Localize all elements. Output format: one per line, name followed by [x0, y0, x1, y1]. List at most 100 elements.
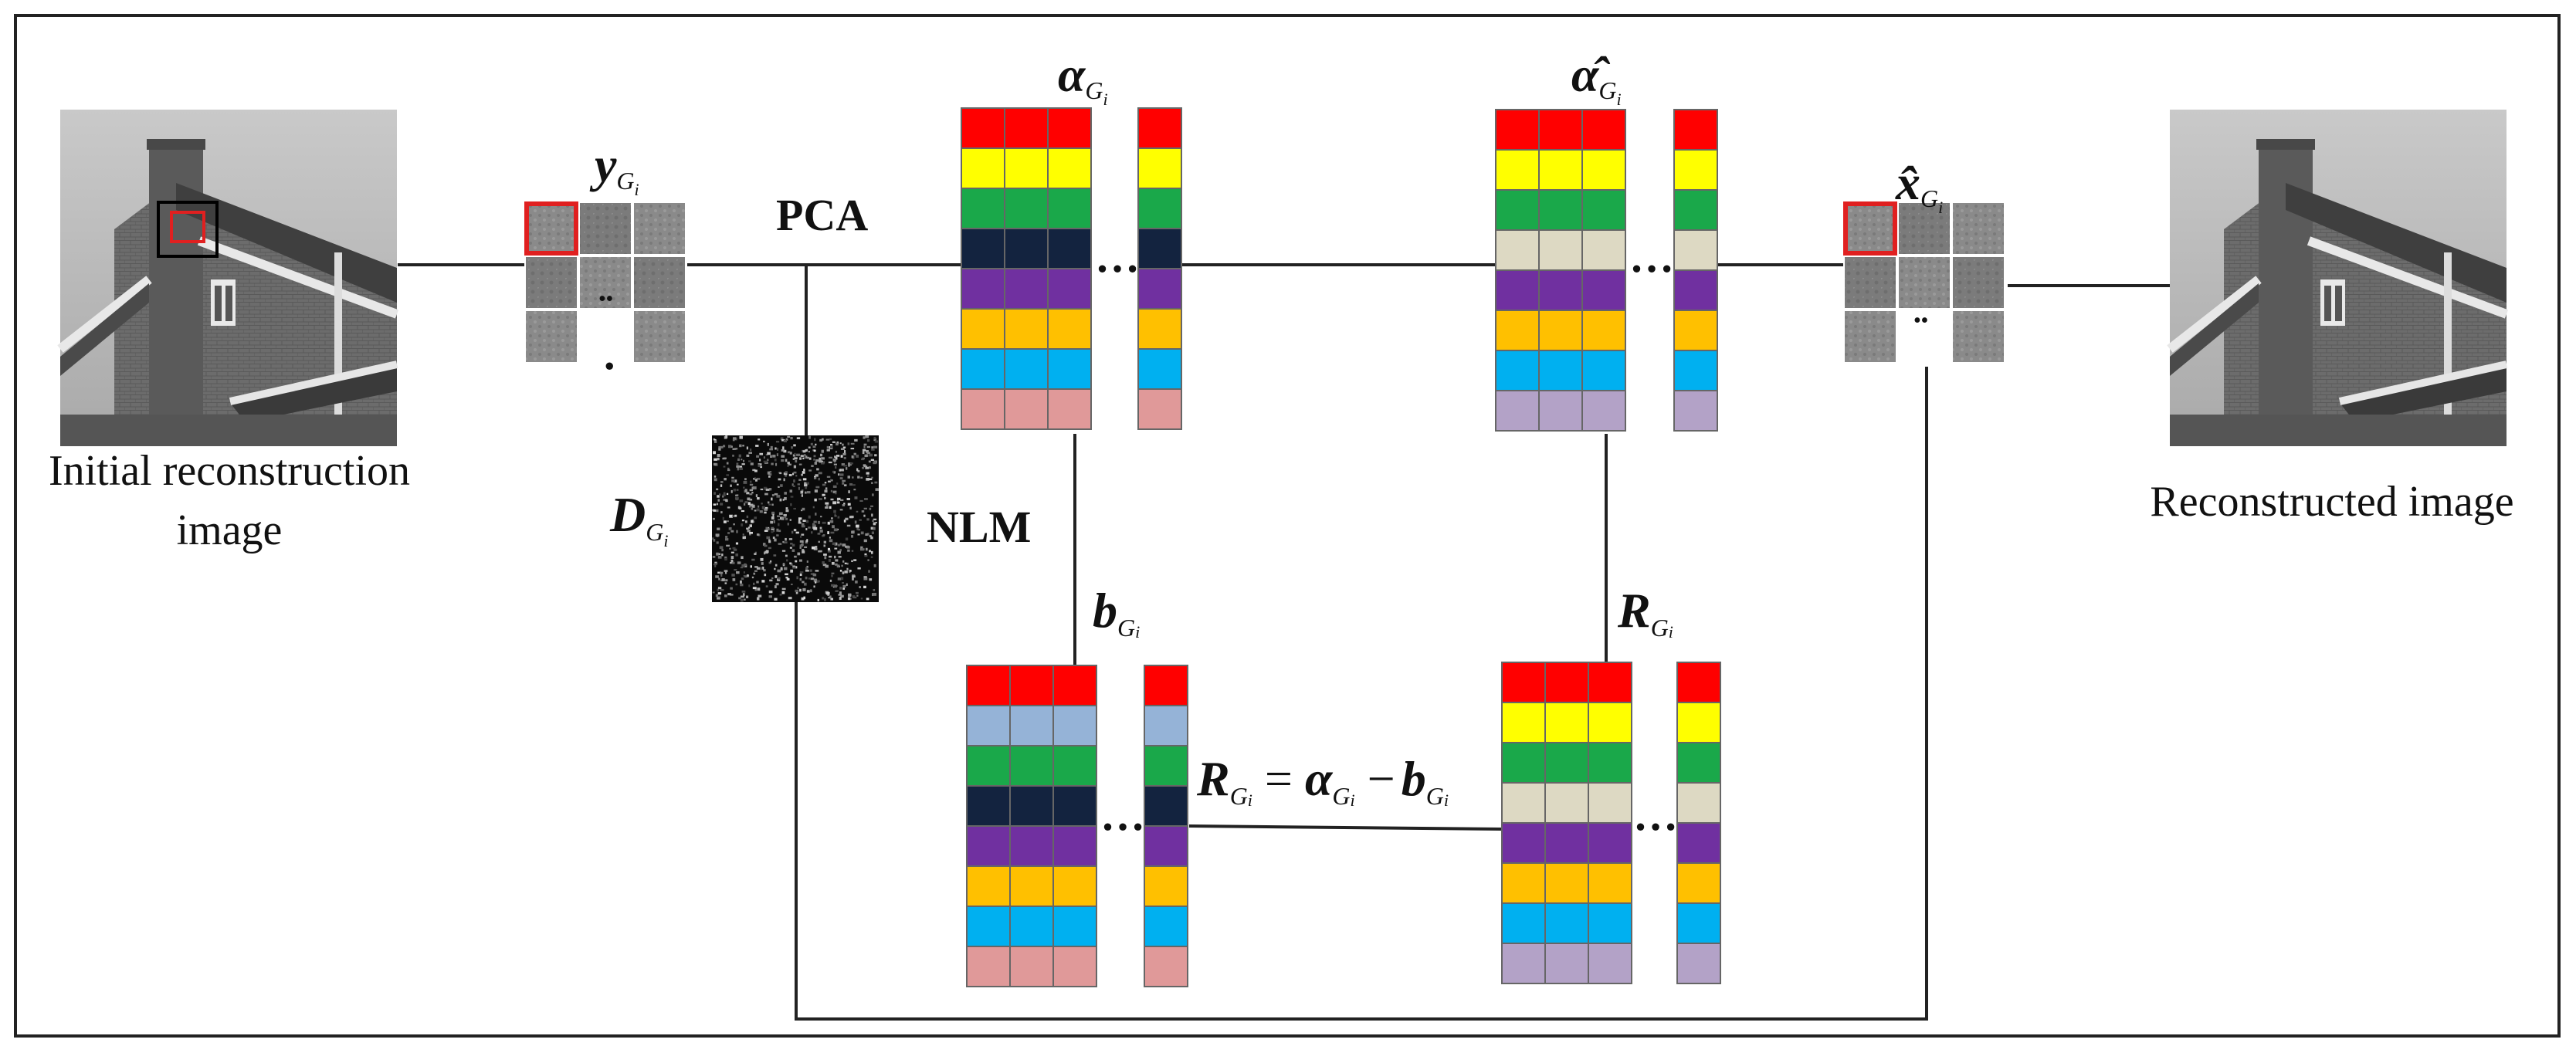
- dictionary-speckle: [732, 515, 736, 517]
- dictionary-speckle: [852, 596, 857, 599]
- dictionary-speckle: [713, 539, 716, 542]
- dictionary-speckle: [833, 460, 836, 463]
- dictionary-speckle: [741, 595, 744, 598]
- dictionary-speckle: [774, 564, 778, 567]
- dictionary-speckle: [866, 449, 869, 453]
- dictionary-speckle: [873, 518, 877, 520]
- dictionary-speckle: [777, 569, 781, 573]
- dictionary-speckle: [741, 463, 745, 465]
- dictionary-speckle: [847, 476, 851, 479]
- matrix-b: [966, 665, 1188, 987]
- dictionary-speckle: [741, 556, 744, 560]
- dictionary-speckle: [836, 442, 839, 445]
- dictionary-speckle: [749, 524, 753, 527]
- dictionary-speckle: [790, 503, 792, 506]
- dictionary-speckle: [744, 563, 747, 567]
- dictionary-speckle: [847, 597, 851, 601]
- dictionary-speckle: [787, 451, 791, 454]
- dictionary-speckle: [736, 465, 741, 468]
- dictionary-speckle: [862, 449, 866, 452]
- x-hat-patch: [1843, 256, 1897, 310]
- dictionary-speckle: [764, 574, 767, 577]
- dictionary-speckle: [862, 467, 864, 469]
- dictionary-speckle: [730, 551, 734, 554]
- alpha-cell: [1004, 228, 1049, 269]
- dictionary-speckle: [850, 447, 855, 450]
- ellipsis-alpha-hat: …: [1629, 232, 1674, 282]
- dictionary-speckle: [776, 515, 781, 517]
- b-cell: [966, 906, 1011, 947]
- dictionary-speckle: [755, 494, 758, 497]
- dictionary-speckle: [810, 573, 815, 575]
- dictionary-speckle: [842, 560, 845, 563]
- dictionary-speckle: [856, 524, 859, 528]
- dictionary-speckle: [849, 569, 851, 573]
- dictionary-speckle: [760, 465, 763, 469]
- dictionary-speckle: [834, 513, 836, 516]
- dictionary-speckle: [794, 555, 797, 558]
- dictionary-speckle: [842, 571, 845, 574]
- dictionary-speckle: [736, 483, 739, 486]
- dictionary-speckle: [819, 526, 822, 530]
- alpha-cell: [1047, 348, 1092, 390]
- dictionary-speckle: [866, 547, 868, 551]
- dictionary-speckle: [765, 526, 768, 530]
- dictionary-speckle: [713, 517, 715, 520]
- dictionary-speckle: [811, 465, 814, 468]
- dictionary-speckle: [829, 539, 832, 543]
- R-cell: [1676, 662, 1721, 703]
- dictionary-speckle: [788, 474, 792, 476]
- dictionary-speckle: [870, 505, 873, 507]
- dictionary-speckle: [736, 462, 739, 465]
- b-cell: [1144, 825, 1188, 867]
- dictionary-speckle: [713, 440, 717, 443]
- dictionary-speckle: [761, 506, 765, 509]
- dictionary-speckle: [822, 534, 825, 537]
- dictionary-speckle: [778, 512, 783, 516]
- dictionary-speckle: [785, 573, 788, 576]
- dictionary-speckle: [805, 449, 807, 452]
- dictionary-speckle: [802, 550, 805, 554]
- alpha-hat-cell: [1495, 350, 1540, 391]
- dictionary-speckle: [771, 494, 774, 496]
- dictionary-speckle: [774, 538, 777, 542]
- dictionary-speckle: [786, 577, 790, 581]
- ellipsis-R: …: [1633, 790, 1678, 840]
- dictionary-speckle: [744, 598, 746, 601]
- dictionary-speckle: [770, 455, 772, 459]
- dictionary-speckle: [719, 445, 724, 449]
- dictionary-speckle: [756, 533, 760, 536]
- dictionary-speckle: [768, 595, 772, 598]
- dictionary-speckle: [848, 464, 851, 467]
- dictionary-speckle: [761, 503, 763, 505]
- alpha-cell: [1047, 388, 1092, 430]
- dictionary-speckle: [735, 553, 739, 557]
- alpha-cell: [1137, 268, 1182, 310]
- dictionary-speckle: [746, 446, 749, 450]
- dictionary-speckle: [742, 533, 744, 536]
- dictionary-speckle: [793, 471, 797, 474]
- alpha-cell: [1137, 388, 1182, 430]
- dictionary-speckle: [839, 477, 843, 480]
- dictionary-speckle: [787, 465, 789, 467]
- dictionary-speckle: [816, 580, 820, 583]
- dictionary-speckle: [810, 589, 812, 593]
- dictionary-speckle: [738, 597, 741, 600]
- dictionary-speckle: [849, 462, 854, 465]
- dictionary-speckle: [832, 501, 837, 505]
- dictionary-speckle: [842, 582, 844, 584]
- dictionary-speckle: [836, 482, 839, 485]
- R-cell: [1544, 943, 1589, 984]
- dictionary-speckle: [833, 463, 837, 465]
- alpha-hat-cell: [1581, 229, 1626, 271]
- dictionary-speckle: [822, 561, 825, 564]
- dictionary-speckle: [747, 530, 751, 533]
- dictionary-speckle: [775, 462, 778, 466]
- dictionary-speckle: [801, 509, 803, 512]
- dictionary-speckle: [842, 443, 844, 446]
- dictionary-speckle: [776, 534, 779, 537]
- dictionary-speckle: [824, 556, 827, 560]
- dictionary-speckle: [808, 577, 811, 580]
- dictionary-speckle: [722, 495, 724, 498]
- dictionary-speckle: [716, 488, 719, 491]
